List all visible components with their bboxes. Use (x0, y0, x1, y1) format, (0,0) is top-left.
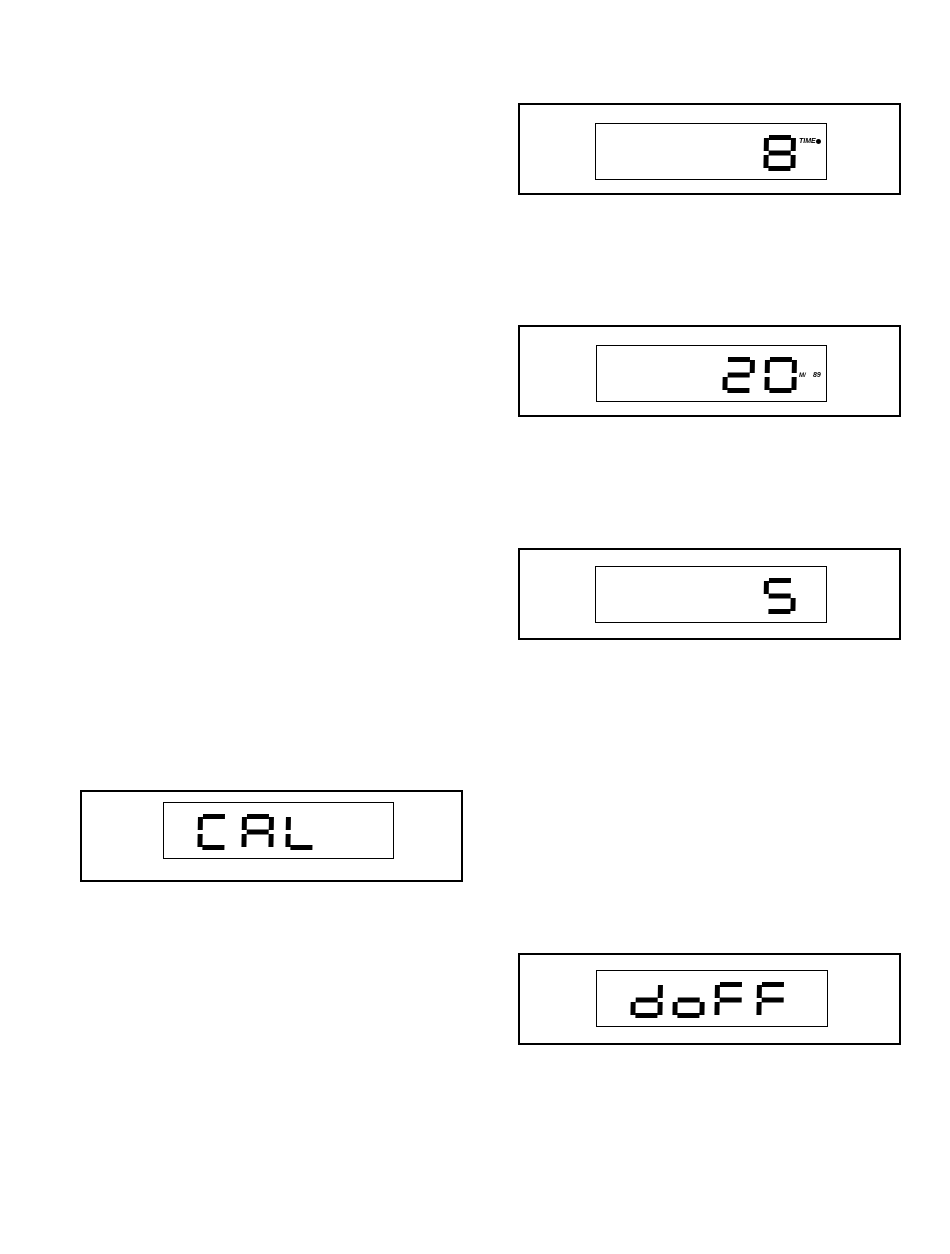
lcd-glyph-o (672, 998, 704, 1019)
lcd-segment-g (769, 594, 791, 599)
unit-label-left: M/ (799, 373, 806, 379)
lcd-segment-f (286, 817, 291, 830)
lcd-segment-f (764, 138, 769, 151)
lcd-readout-five (716, 577, 796, 615)
lcd-segment-g (636, 998, 658, 1003)
lcd-segment-e (763, 155, 768, 168)
lcd-segment-g (720, 998, 742, 1003)
lcd-segment-a (769, 135, 791, 140)
lcd-segment-f (757, 985, 762, 998)
lcd-glyph-0 (764, 357, 797, 393)
lcd-glyph-L (285, 817, 313, 850)
lcd-window-five (595, 566, 827, 623)
lcd-segment-e (764, 377, 769, 390)
lcd-segment-d (769, 388, 791, 393)
lcd-segment-f (765, 360, 770, 373)
lcd-glyph-F (756, 982, 784, 1015)
lcd-readout-demo-off (631, 981, 811, 1019)
lcd-segment-e (630, 1002, 635, 1015)
lcd-glyph-d (630, 985, 663, 1018)
lcd-segment-g (762, 998, 784, 1003)
lcd-segment-d (290, 845, 312, 850)
display-panel-demo-off (518, 953, 901, 1045)
lcd-segment-e (285, 834, 290, 847)
lcd-segment-e (756, 1002, 761, 1015)
display-panel-time: TIME (518, 103, 901, 195)
display-panel-five (518, 548, 901, 640)
lcd-segment-a (762, 982, 784, 987)
lcd-window-incline: M/ 89 (596, 345, 827, 402)
lcd-window-calibrate (163, 802, 394, 859)
lcd-glyph-2 (722, 357, 755, 393)
lcd-glyph-A (241, 814, 274, 847)
lcd-segment-e (714, 1002, 719, 1015)
lcd-segment-f (242, 817, 247, 830)
lcd-segment-e (722, 377, 727, 390)
lcd-segment-b (750, 360, 755, 373)
lcd-segment-c (791, 377, 796, 390)
lcd-segment-c (790, 155, 795, 168)
display-panel-incline: M/ 89 (518, 325, 901, 417)
lcd-segment-e (241, 834, 246, 847)
lcd-segment-d (727, 388, 749, 393)
lcd-window-demo-off (596, 970, 828, 1027)
time-indicator-label: TIME (799, 138, 816, 145)
lcd-segment-b (658, 985, 663, 998)
lcd-glyph-5 (763, 578, 796, 614)
lcd-segment-d (635, 1013, 657, 1018)
lcd-segment-g (769, 151, 791, 156)
lcd-segment-d (202, 845, 224, 850)
lcd-segment-c (790, 598, 795, 611)
lcd-segment-a (720, 982, 742, 987)
lcd-segment-g (678, 998, 700, 1003)
lcd-readout-time (716, 134, 796, 172)
lcd-readout-incline (707, 356, 797, 394)
unit-label-right: 89 (813, 372, 821, 379)
display-panel-calibrate (80, 790, 463, 882)
lcd-segment-f (198, 817, 203, 830)
lcd-segment-e (197, 834, 202, 847)
lcd-segment-c (657, 1002, 662, 1015)
time-indicator-dot (816, 139, 821, 144)
lcd-segment-a (769, 578, 791, 583)
lcd-segment-g (247, 830, 269, 835)
lcd-segment-g (728, 373, 750, 378)
lcd-glyph-F (714, 982, 742, 1015)
lcd-segment-d (677, 1013, 699, 1018)
lcd-segment-d (768, 609, 790, 614)
lcd-window-time: TIME (595, 123, 827, 180)
lcd-segment-a (203, 814, 225, 819)
lcd-segment-b (791, 138, 796, 151)
lcd-segment-c (699, 1002, 704, 1015)
lcd-glyph-C (197, 814, 225, 850)
lcd-segment-a (247, 814, 269, 819)
lcd-segment-d (768, 166, 790, 171)
lcd-segment-f (764, 581, 769, 594)
lcd-segment-c (268, 834, 273, 847)
lcd-segment-a (770, 357, 792, 362)
lcd-readout-calibrate (198, 813, 338, 851)
lcd-glyph-8 (763, 135, 796, 171)
lcd-segment-f (715, 985, 720, 998)
lcd-segment-a (728, 357, 750, 362)
lcd-segment-b (269, 817, 274, 830)
lcd-segment-e (672, 1002, 677, 1015)
lcd-segment-b (792, 360, 797, 373)
